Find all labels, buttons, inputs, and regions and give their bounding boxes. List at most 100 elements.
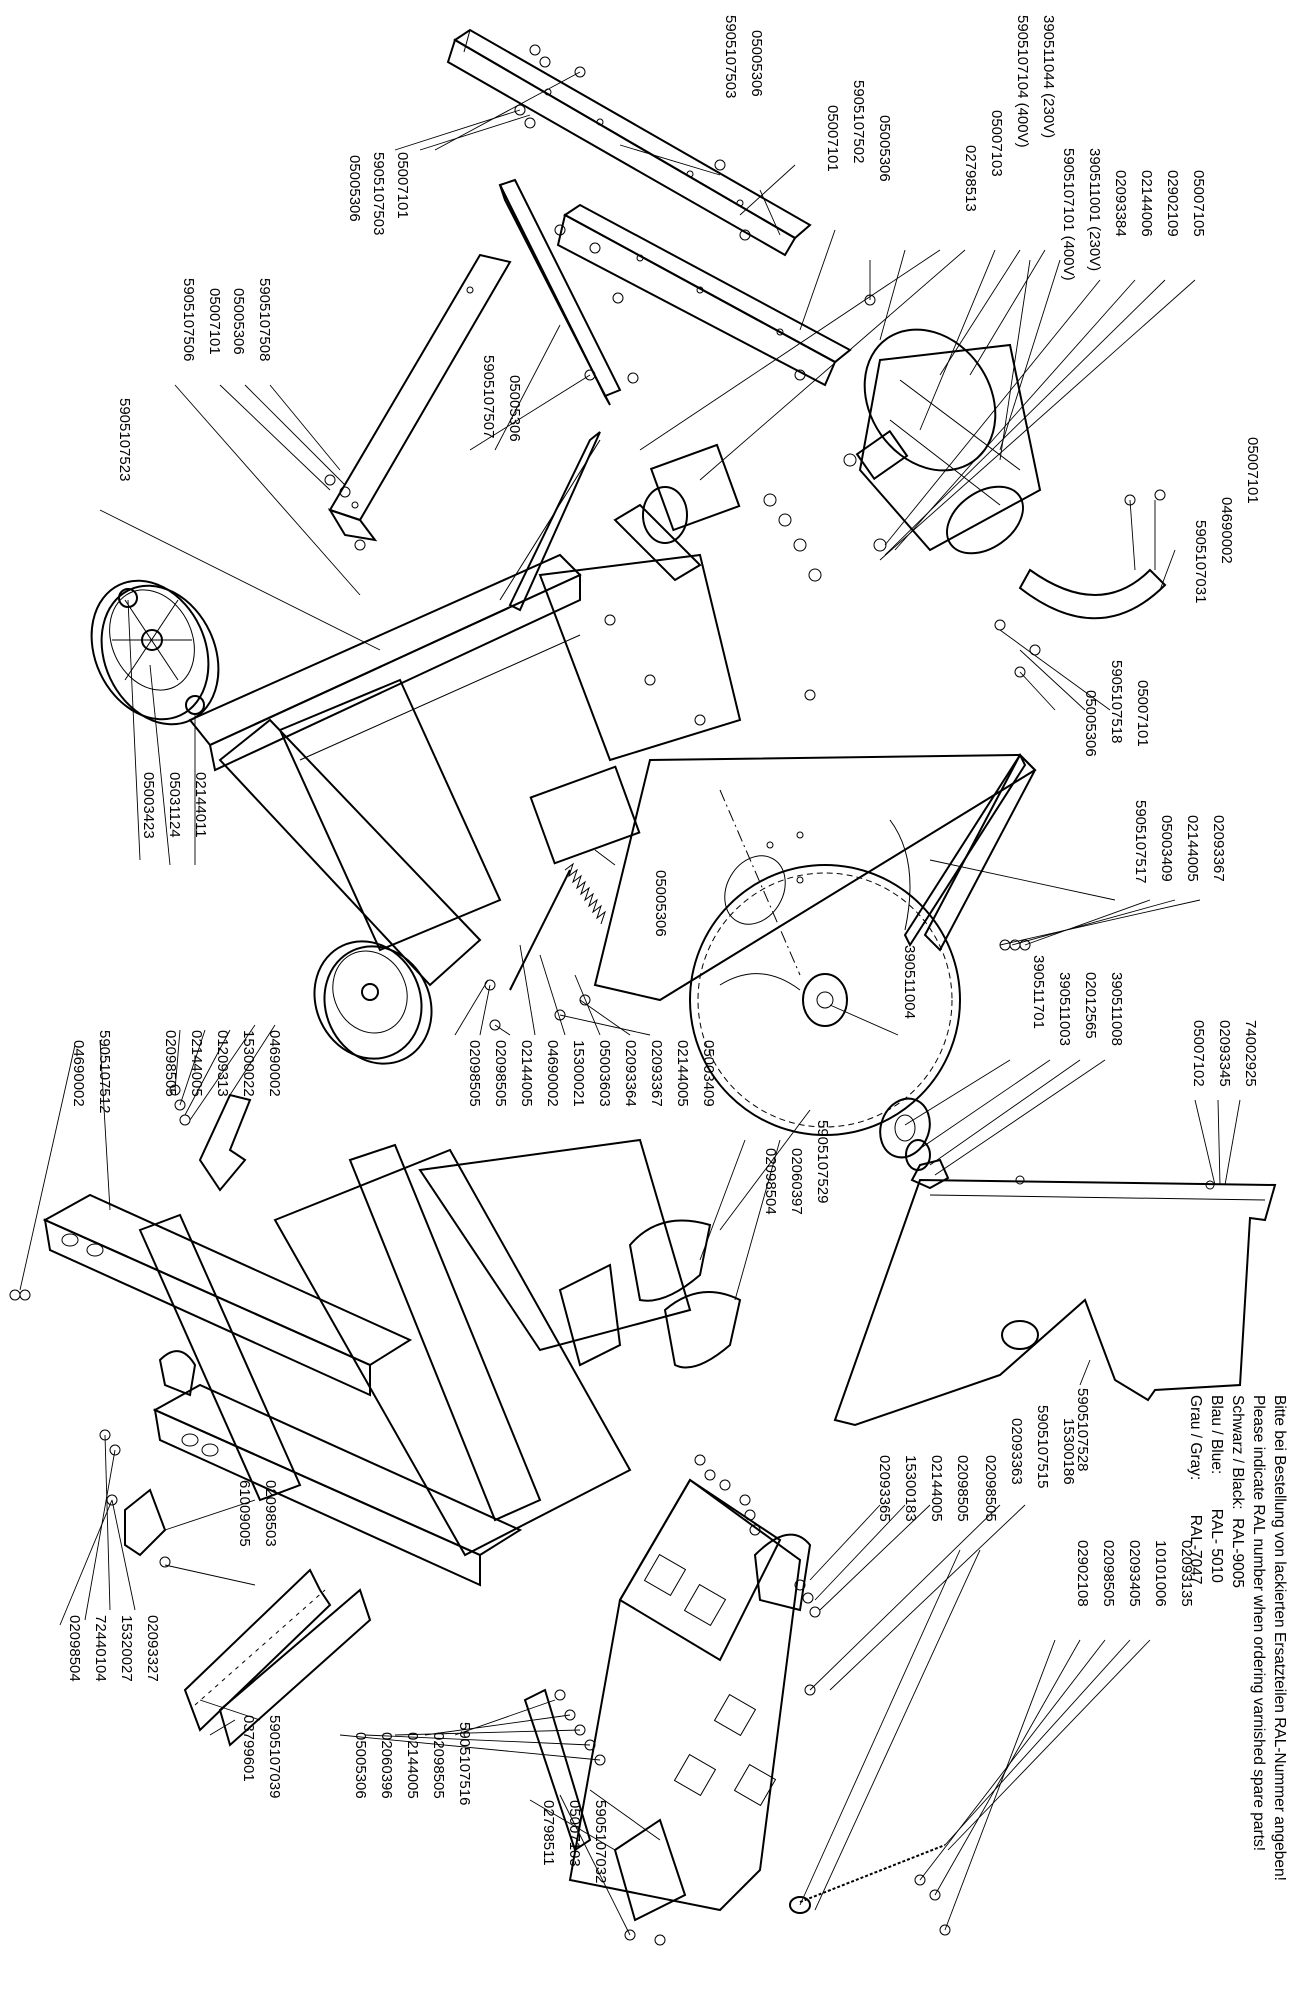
part-label: 74002925	[1242, 1020, 1259, 1087]
part-label: 04690002	[266, 1030, 283, 1097]
saw-table-plate	[593, 752, 1037, 1002]
part-label: 05003423	[140, 772, 157, 839]
part-label: 05005306	[230, 288, 247, 355]
ral-note-line4: Blau / Blue: RAL- 5010	[1208, 1395, 1225, 1583]
part-label: 05007103	[566, 1800, 583, 1867]
part-label: 390511044 (230V)	[1040, 15, 1057, 138]
part-label: 61009005	[236, 1480, 253, 1547]
wheel-top	[90, 579, 220, 726]
part-label: 02093367	[648, 1040, 665, 1107]
extension-table	[568, 1478, 812, 1912]
part-label: 15320027	[118, 1615, 135, 1682]
part-label: 05007103	[988, 110, 1005, 177]
part-label: 05005306	[652, 870, 669, 937]
part-label: 390511008	[1108, 972, 1125, 1046]
part-label: 02098505	[430, 1732, 447, 1799]
part-label: 05005306	[748, 30, 765, 97]
part-label: 05003603	[596, 1040, 613, 1107]
part-label: 5905107506	[180, 278, 197, 361]
part-label: 04690002	[1218, 497, 1235, 564]
part-label: 02098505	[466, 1040, 483, 1107]
part-label: 02098505	[162, 1030, 179, 1097]
small-cover	[124, 1488, 167, 1557]
part-label: 02902108	[1074, 1540, 1091, 1607]
motor	[855, 328, 1042, 555]
part-label: 05003409	[700, 1040, 717, 1107]
part-label: 02902109	[1164, 170, 1181, 237]
part-label: 5905107528	[1074, 1388, 1091, 1471]
top-rail	[446, 28, 812, 257]
ral-note: Bitte bei Bestellung von lackierten Ersa…	[1187, 1395, 1288, 1881]
part-label: 15300186	[1060, 1418, 1077, 1485]
part-label: 390511701	[1030, 955, 1047, 1029]
part-label: 02012565	[1082, 972, 1099, 1039]
part-label: 02060396	[378, 1732, 395, 1799]
part-label: 02093365	[876, 1455, 893, 1522]
part-label: 05007101	[824, 105, 841, 172]
part-label: 5905107529	[814, 1120, 831, 1203]
part-label: 02798513	[962, 145, 979, 212]
part-label: 05005306	[346, 155, 363, 222]
part-label: 02098503	[262, 1480, 279, 1547]
part-label: 5905107515	[1034, 1405, 1051, 1488]
belt-guard	[1018, 568, 1167, 620]
part-label: 5905107502	[850, 80, 867, 163]
part-label: 02798511	[540, 1800, 557, 1866]
side-bracket	[327, 253, 512, 542]
part-label: 5905107516	[456, 1722, 473, 1805]
ral-note-line1: Bitte bei Bestellung von lackierten Ersa…	[1271, 1395, 1288, 1881]
part-label: 05007101	[1134, 680, 1151, 747]
part-label: 04690002	[70, 1040, 87, 1107]
part-label: 02093367	[1210, 815, 1227, 882]
latch-bracket	[198, 1093, 252, 1192]
part-label: 02144005	[188, 1030, 205, 1097]
leader-lines	[19, 71, 1241, 1936]
part-label: 5905107523	[116, 398, 133, 481]
part-label: 02098505	[982, 1455, 999, 1522]
support-arm	[523, 1688, 687, 1922]
part-label: 5905107517	[1132, 800, 1149, 883]
part-label: 02093363	[1008, 1418, 1025, 1485]
part-label: 10101006	[1152, 1540, 1169, 1607]
part-label: 390511004	[901, 945, 918, 1019]
part-label: 02060397	[788, 1148, 805, 1215]
part-label: 02144005	[928, 1455, 945, 1522]
saw-blade	[689, 789, 961, 1136]
part-label: 5905107507	[480, 355, 497, 438]
part-label: 05005306	[876, 115, 893, 182]
blade-guard-panel	[833, 1175, 1277, 1427]
part-label: 05005306	[352, 1732, 369, 1799]
part-label: 05007101	[394, 152, 411, 219]
part-label: 5905107512	[96, 1030, 113, 1113]
part-label: 05007102	[1190, 1020, 1207, 1087]
part-label: 02098505	[492, 1040, 509, 1107]
ral-note-line3: Schwarz / Black: RAL-9005	[1229, 1395, 1246, 1588]
part-label: 02144011	[192, 772, 209, 838]
part-label: 02093345	[1216, 1020, 1233, 1087]
part-label: 72440104	[92, 1615, 109, 1682]
part-label: 05005306	[1082, 690, 1099, 757]
part-label: 15300021	[570, 1040, 587, 1107]
part-label: 05007101	[206, 288, 223, 355]
wheel-bottom	[313, 940, 433, 1065]
part-label: 5905107518	[1108, 660, 1125, 743]
part-label: 02144005	[1184, 815, 1201, 882]
part-label: 05007101	[1244, 437, 1261, 504]
part-label: 02144005	[404, 1732, 421, 1799]
part-label: 5905107503	[370, 152, 387, 235]
tension-spring	[789, 1844, 946, 1914]
part-number-labels: 390511044 (230V) 5905107104 (400V) 05007…	[66, 15, 1261, 1883]
part-label: 02098504	[66, 1615, 83, 1682]
part-label: 02093405	[1126, 1540, 1143, 1607]
main-frame	[188, 431, 742, 987]
part-label: 5905107032	[592, 1800, 609, 1883]
part-label: 02144005	[674, 1040, 691, 1107]
second-rail	[556, 203, 852, 387]
part-label: 02098505	[1100, 1540, 1117, 1607]
part-label: 02144005	[518, 1040, 535, 1107]
part-label: 02144006	[1138, 170, 1155, 237]
part-label: 5905107101 (400V)	[1060, 148, 1077, 281]
part-label: 02093135	[1178, 1540, 1195, 1607]
part-label: 5905107031	[1192, 520, 1209, 603]
